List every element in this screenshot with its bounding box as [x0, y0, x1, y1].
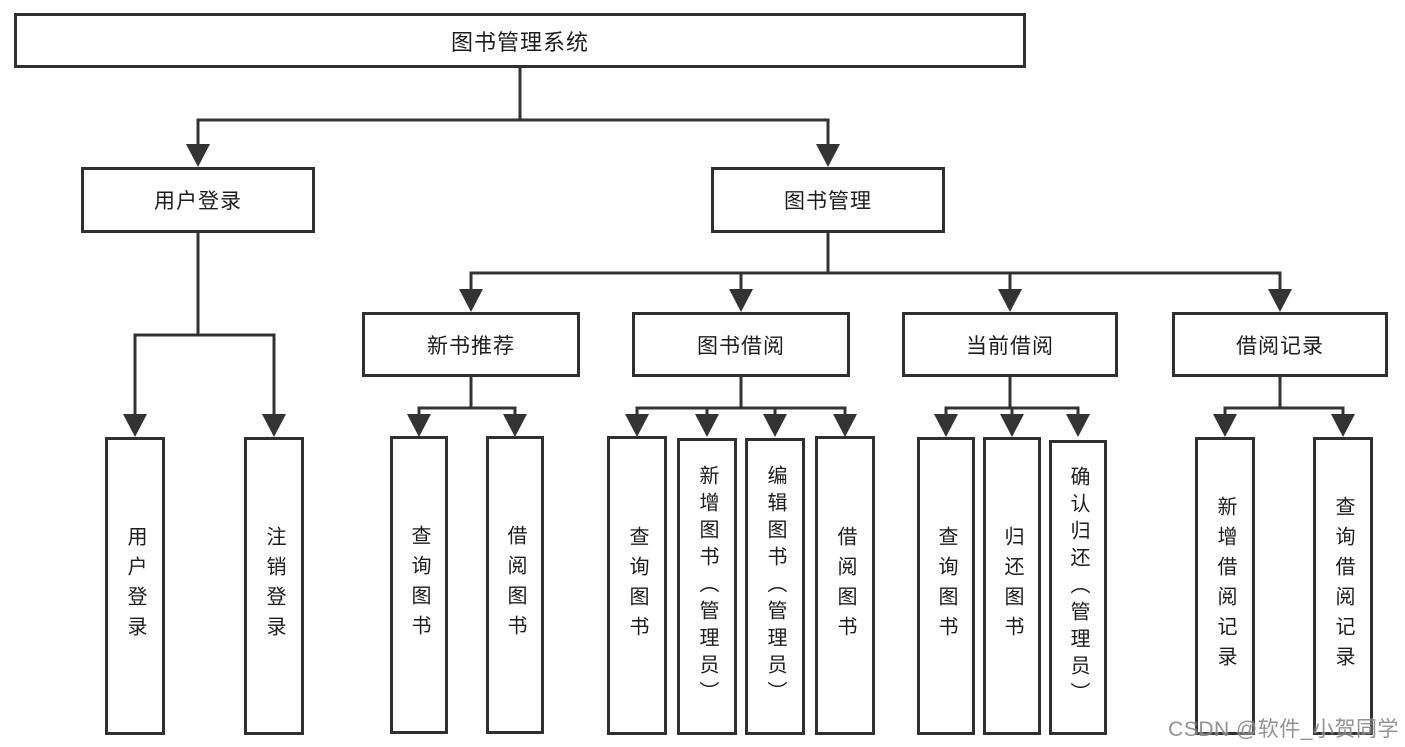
node-label: 编辑图书（管理员）: [764, 465, 786, 708]
node-label: 查询图书: [626, 525, 648, 646]
node-label: 归还图书: [1001, 526, 1023, 646]
leaf-query-book-recommend: 查询图书: [390, 436, 448, 734]
arrow-down-icon: [262, 414, 286, 437]
arrow-down-icon: [833, 414, 857, 437]
arrow-down-icon: [625, 414, 649, 437]
node-label: 确认归还（管理员）: [1067, 466, 1089, 709]
arrow-down-icon: [1268, 289, 1292, 312]
arrow-down-icon: [816, 144, 840, 167]
leaf-return-book: 归还图书: [983, 437, 1041, 735]
node-label: 查询借阅记录: [1332, 496, 1354, 676]
arrow-down-icon: [729, 289, 753, 312]
node-label: 用户登录: [124, 526, 146, 646]
leaf-edit-book-admin: 编辑图书（管理员）: [745, 438, 805, 735]
leaf-add-borrow-record: 新增借阅记录: [1195, 437, 1255, 735]
leaf-query-book-borrow: 查询图书: [607, 436, 667, 735]
node-label: 图书管理系统: [450, 29, 589, 55]
node-label: 借阅记录: [1236, 334, 1324, 358]
node-current-borrow: 当前借阅: [902, 312, 1118, 377]
leaf-user-login: 用户登录: [105, 437, 165, 735]
leaf-query-borrow-record: 查询借阅记录: [1313, 437, 1373, 735]
node-new-book-recommend: 新书推荐: [362, 312, 580, 377]
arrow-down-icon: [934, 414, 958, 437]
arrow-down-icon: [1331, 414, 1355, 437]
node-label: 借阅图书: [504, 525, 526, 645]
leaf-query-book-current: 查询图书: [917, 437, 975, 735]
node-label: 用户登录: [154, 190, 242, 213]
node-book-borrow: 图书借阅: [632, 312, 850, 377]
node-book-management: 图书管理: [711, 167, 945, 233]
node-label: 图书借阅: [697, 334, 785, 358]
node-label: 图书管理: [784, 190, 872, 213]
leaf-borrow-book-recommend: 借阅图书: [486, 436, 544, 734]
leaf-logout-login: 注销登录: [244, 437, 304, 735]
node-label: 当前借阅: [966, 334, 1054, 358]
arrow-down-icon: [123, 414, 147, 437]
arrow-down-icon: [503, 414, 527, 437]
node-label: 新增图书（管理员）: [696, 465, 718, 708]
node-label: 借阅图书: [834, 525, 856, 646]
leaf-confirm-return-admin: 确认归还（管理员）: [1049, 440, 1107, 735]
arrow-down-icon: [459, 289, 483, 312]
arrow-down-icon: [695, 414, 719, 437]
node-borrow-record: 借阅记录: [1172, 312, 1388, 377]
node-label: 新增借阅记录: [1214, 496, 1236, 676]
node-user-login: 用户登录: [81, 167, 315, 233]
node-label: 新书推荐: [427, 334, 515, 358]
arrow-down-icon: [1066, 414, 1090, 437]
leaf-borrow-book: 借阅图书: [815, 436, 875, 735]
node-library-management-system: 图书管理系统: [14, 13, 1026, 68]
node-label: 注销登录: [263, 526, 285, 646]
arrow-down-icon: [1213, 414, 1237, 437]
arrow-down-icon: [1000, 414, 1024, 437]
node-label: 查询图书: [408, 525, 430, 645]
arrow-down-icon: [763, 414, 787, 437]
arrow-down-icon: [186, 144, 210, 167]
arrow-down-icon: [998, 289, 1022, 312]
arrow-down-icon: [407, 414, 431, 437]
leaf-add-book-admin: 新增图书（管理员）: [677, 438, 737, 735]
node-label: 查询图书: [935, 526, 957, 646]
